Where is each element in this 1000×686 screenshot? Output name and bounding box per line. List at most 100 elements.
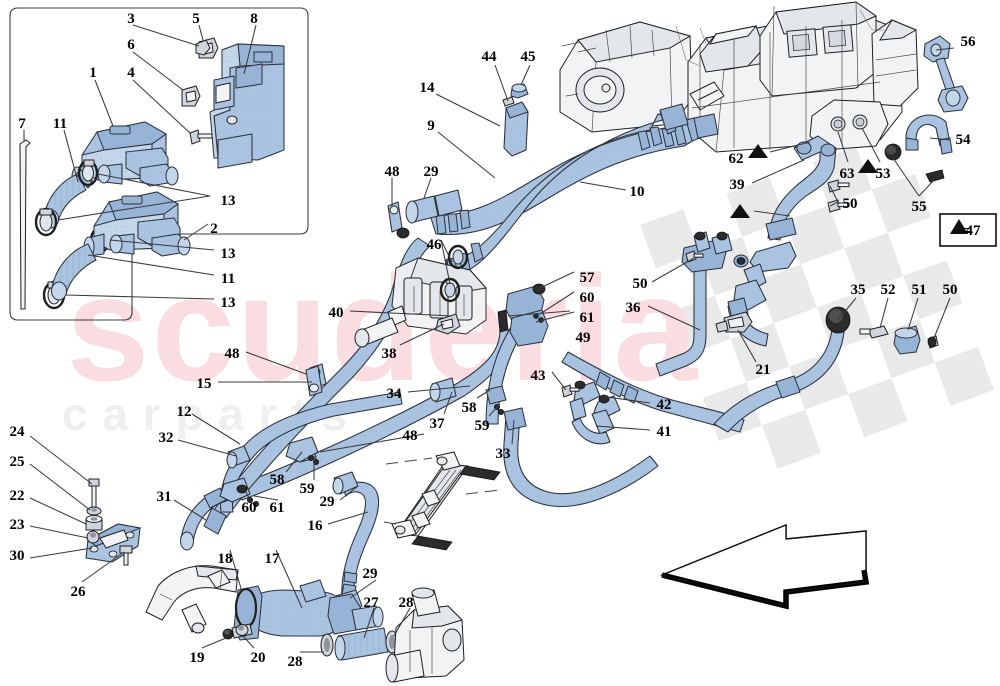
callout-33: 33 (496, 446, 511, 462)
legend-equals-sign: = (962, 223, 971, 239)
part-29-fittings (405, 189, 463, 224)
callout-5: 5 (192, 11, 200, 27)
callout-60b: 60 (242, 500, 257, 516)
callout-24: 24 (10, 424, 26, 440)
callout-31: 31 (157, 489, 172, 505)
callout-48a: 48 (385, 164, 400, 180)
callout-55: 55 (912, 199, 927, 215)
callout-7: 7 (18, 116, 26, 132)
callout-17: 17 (265, 551, 281, 567)
callout-29c: 29 (363, 566, 378, 582)
callout-4: 4 (127, 65, 135, 81)
part-45-cap (510, 83, 529, 99)
callout-29b: 29 (320, 494, 335, 510)
callout-61a: 61 (580, 310, 595, 326)
callout-63: 63 (840, 166, 855, 182)
part-56-sensor-link (923, 35, 969, 113)
part-27-sleeve (334, 627, 389, 661)
callout-59a: 59 (475, 418, 490, 434)
callout-26: 26 (71, 584, 87, 600)
callout-35: 35 (851, 282, 866, 298)
callout-57: 57 (580, 270, 596, 286)
callout-48c: 48 (403, 428, 418, 444)
callout-3: 3 (127, 11, 135, 27)
direction-arrow (659, 523, 870, 610)
callout-32: 32 (159, 430, 174, 446)
checkered-flag-watermark (640, 146, 994, 469)
callout-59b: 59 (300, 481, 315, 497)
hose-10 (429, 113, 719, 236)
triangle-marker-39 (730, 204, 750, 218)
legend-equals-47: 47 (966, 223, 982, 239)
fittings-60-61-lower (219, 477, 259, 507)
callout-13b: 13 (221, 246, 236, 262)
callout-28b: 28 (288, 654, 303, 670)
callout-50c: 50 (843, 196, 858, 212)
part-29-fitting-lower (332, 471, 359, 495)
part-51-cap (893, 325, 921, 355)
callout-52: 52 (881, 282, 896, 298)
callout-43: 43 (531, 368, 546, 384)
callout-34: 34 (387, 386, 403, 402)
callout-23: 23 (10, 517, 25, 533)
hose-9 (445, 103, 689, 278)
part-14-reservoir (503, 101, 529, 157)
callout-38: 38 (382, 346, 397, 362)
callout-46: 46 (427, 237, 443, 253)
callout-50a: 50 (633, 276, 648, 292)
callout-13a: 13 (221, 193, 236, 209)
support-bracket (209, 43, 285, 169)
callout-40: 40 (329, 305, 344, 321)
callout-16: 16 (308, 518, 324, 534)
hose-36 (561, 351, 745, 433)
hose-33 (503, 407, 659, 507)
callout-14: 14 (420, 80, 436, 96)
watermark-layer: scuderia c a r p a r t s (62, 146, 994, 469)
callout-2: 2 (210, 221, 218, 237)
part-48-bracket-upper (387, 201, 410, 239)
callout-10: 10 (630, 184, 645, 200)
callout-27: 27 (364, 595, 380, 611)
coolant-pipe-white (145, 565, 239, 634)
triangle-marker-62 (748, 144, 768, 158)
callout-22: 22 (10, 488, 25, 504)
hvac-unit (559, 1, 919, 153)
callout-50b: 50 (943, 282, 958, 298)
part-17-water-pump (244, 579, 384, 637)
part-22-spacer (85, 515, 103, 531)
part-41-bracket (571, 417, 611, 445)
callout-37: 37 (430, 416, 446, 432)
triangle-markers (730, 144, 878, 218)
callout-54: 54 (956, 132, 972, 148)
part-7-rod (19, 139, 31, 310)
thermostat-housing (385, 587, 465, 683)
part-44-clip (502, 96, 515, 107)
part-55-grommets (884, 143, 945, 183)
part-19-20-fasteners (222, 624, 249, 640)
callout-12: 12 (177, 404, 192, 420)
callout-62: 62 (729, 151, 744, 167)
callout-15: 15 (197, 376, 212, 392)
callout-51: 51 (912, 282, 927, 298)
part-25-washer (86, 506, 102, 516)
callout-45: 45 (521, 49, 536, 65)
callout-8: 8 (250, 11, 258, 27)
callout-13c: 13 (221, 295, 236, 311)
part-38-clip (435, 313, 461, 335)
leader-lines-main (29, 47, 955, 653)
part-15-bracket (305, 365, 323, 397)
callout-36: 36 (626, 300, 642, 316)
radiator-condenser (383, 451, 501, 551)
callout-labels: 3 5 8 6 4 1 7 11 13 2 13 11 13 44 45 14 … (10, 11, 977, 670)
callout-49: 49 (576, 330, 591, 346)
callout-20: 20 (251, 650, 266, 666)
callout-21: 21 (756, 362, 771, 378)
callout-42: 42 (657, 397, 672, 413)
part-5-clip (195, 39, 211, 56)
callout-53: 53 (876, 166, 891, 182)
legend-box: 47 = (939, 213, 997, 247)
callout-39: 39 (730, 177, 745, 193)
inset-contents (19, 37, 285, 310)
